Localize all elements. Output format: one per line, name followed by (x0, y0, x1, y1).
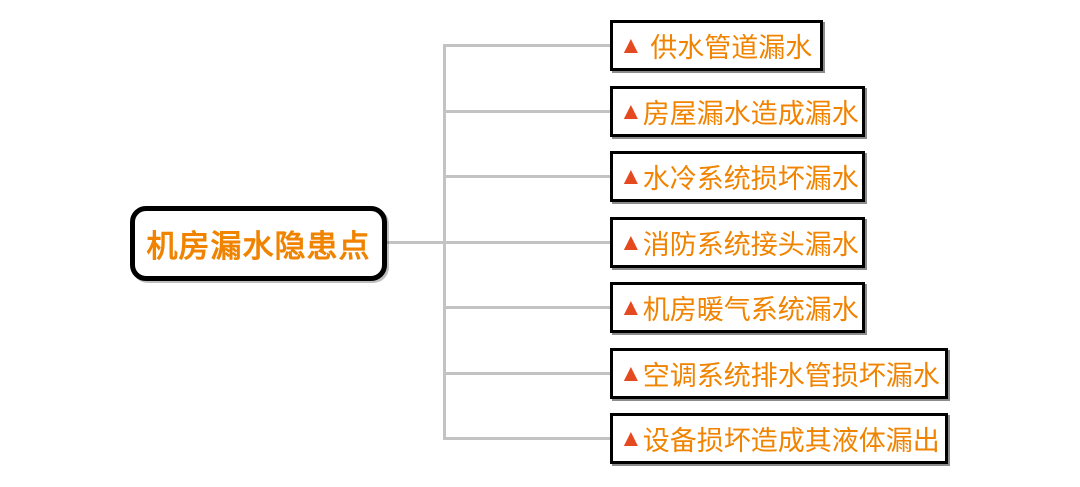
child-node-water-supply-pipe[interactable]: ▲ 供水管道漏水 (610, 20, 823, 71)
connector-branch-1 (444, 44, 610, 47)
root-node[interactable]: 机房漏水隐患点 (130, 206, 387, 281)
child-node-label: 设备损坏造成其液体漏出 (642, 426, 940, 456)
child-node-fire-system-joint[interactable]: ▲消防系统接头漏水 (610, 217, 865, 268)
connector-branch-3 (444, 175, 610, 178)
connector-branch-2 (444, 110, 610, 113)
warning-triangle-icon: ▲ (619, 424, 643, 452)
child-node-label: 消防系统接头漏水 (642, 230, 859, 260)
warning-triangle-icon: ▲ (619, 228, 643, 256)
child-node-label: 房屋漏水造成漏水 (642, 99, 859, 129)
warning-triangle-icon: ▲ (619, 162, 643, 190)
child-node-building-leak[interactable]: ▲房屋漏水造成漏水 (610, 86, 865, 137)
child-node-aircon-drain-pipe[interactable]: ▲空调系统排水管损坏漏水 (610, 348, 948, 399)
connector-branch-5 (444, 306, 610, 309)
connector-branch-7 (444, 437, 610, 440)
warning-triangle-icon: ▲ (619, 359, 643, 387)
warning-triangle-icon: ▲ (619, 31, 643, 59)
connector-branch-6 (444, 372, 610, 375)
warning-triangle-icon: ▲ (619, 293, 643, 321)
warning-triangle-icon: ▲ (619, 97, 643, 125)
child-node-label: 空调系统排水管损坏漏水 (642, 361, 940, 391)
child-node-equipment-liquid-leak[interactable]: ▲设备损坏造成其液体漏出 (610, 413, 948, 464)
child-node-label: 供水管道漏水 (642, 33, 813, 63)
root-node-label: 机房漏水隐患点 (146, 229, 371, 264)
child-node-label: 水冷系统损坏漏水 (642, 164, 859, 194)
child-node-water-cooling-system[interactable]: ▲水冷系统损坏漏水 (610, 151, 865, 202)
connector-root-branch-4 (385, 241, 610, 244)
child-node-label: 机房暖气系统漏水 (642, 295, 859, 325)
child-node-heating-system[interactable]: ▲机房暖气系统漏水 (610, 282, 865, 333)
